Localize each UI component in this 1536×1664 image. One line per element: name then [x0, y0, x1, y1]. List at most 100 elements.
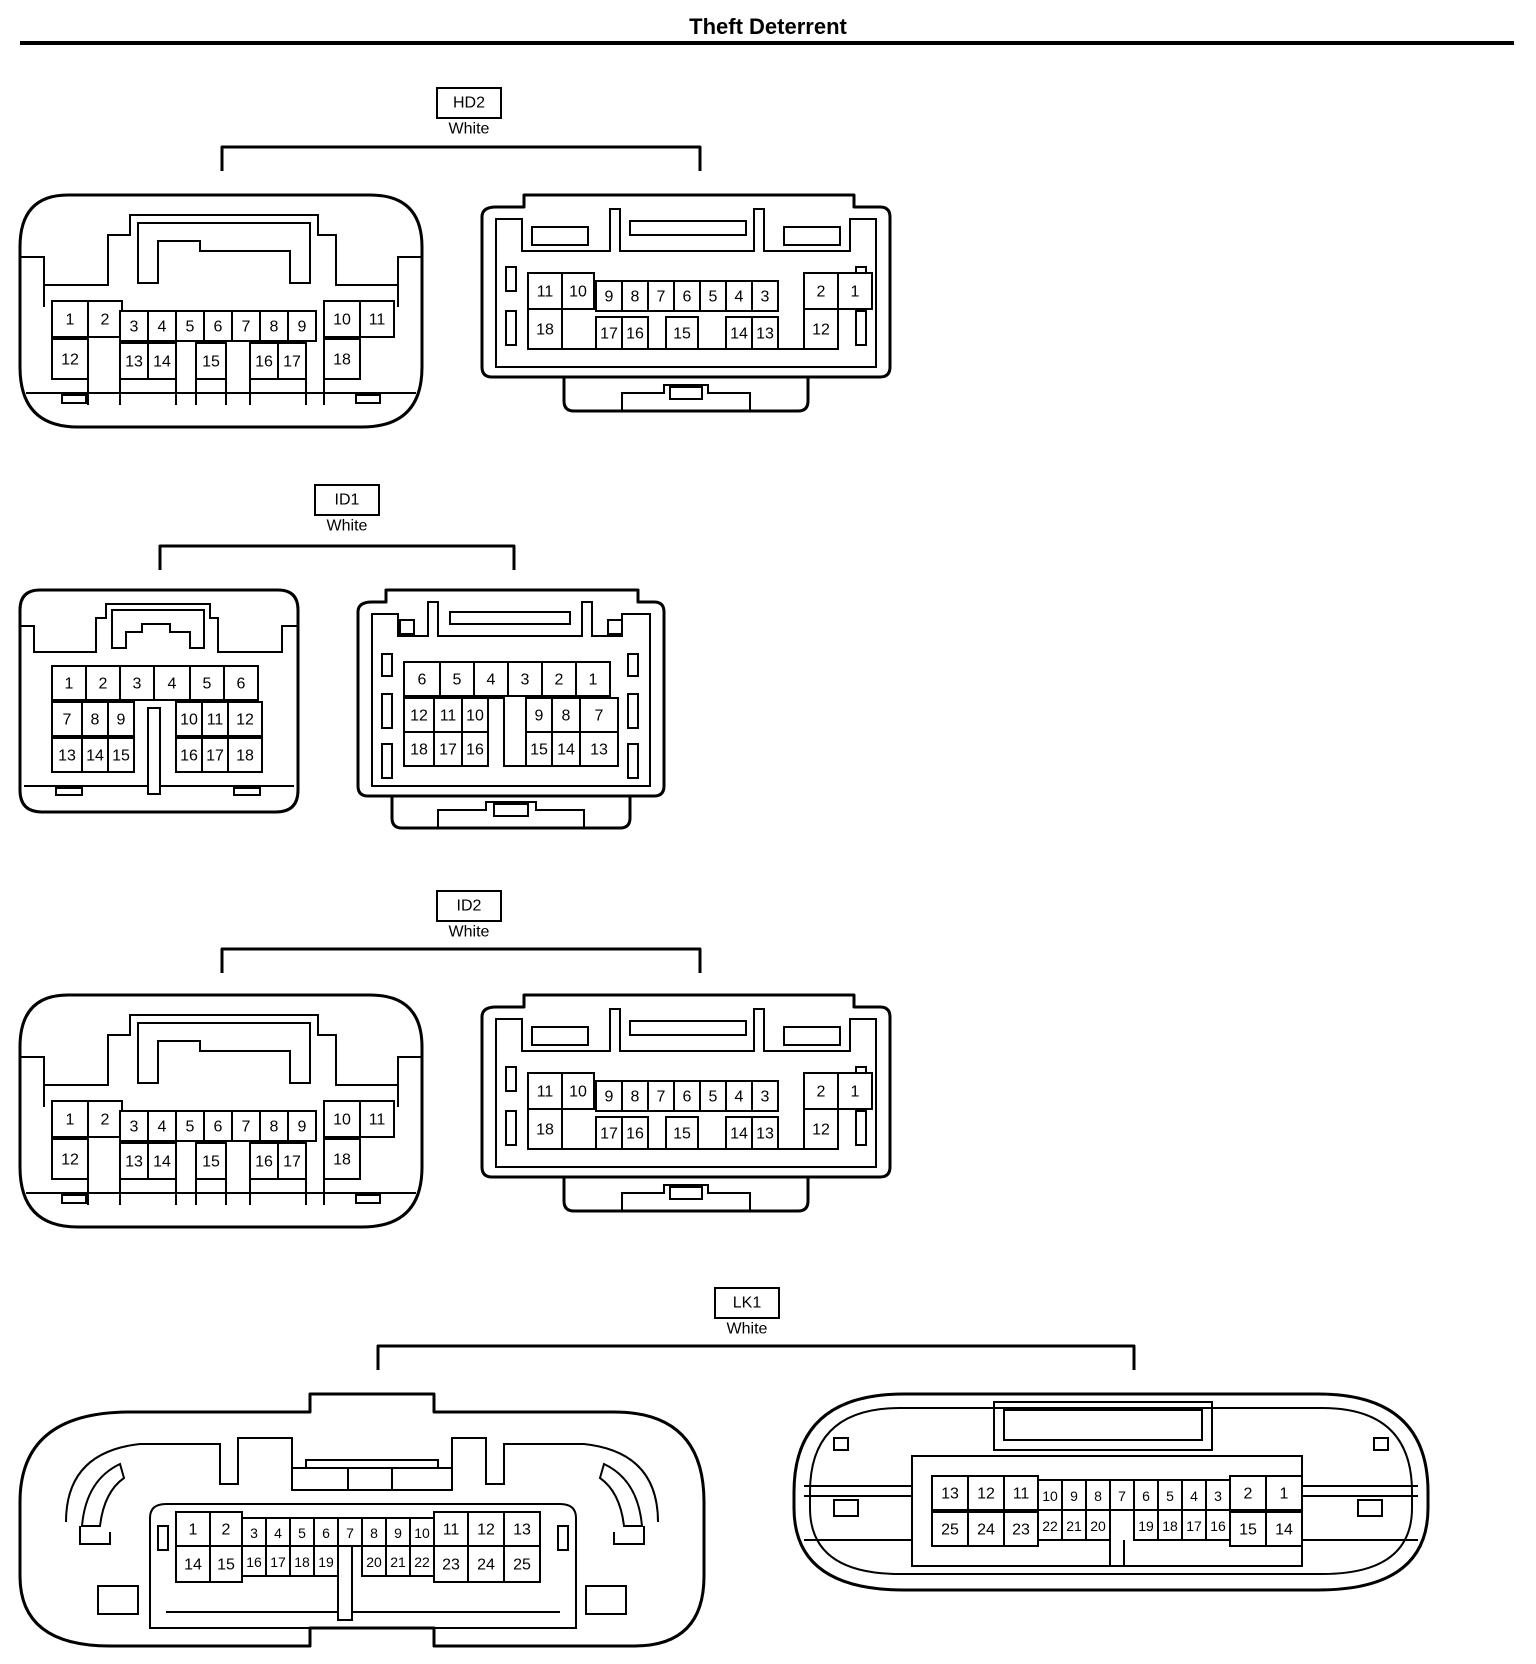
latch-slot — [783, 1026, 841, 1046]
pin-number: 5 — [709, 1089, 718, 1106]
latch-slot — [355, 394, 381, 404]
guide-slot — [1373, 1437, 1389, 1451]
connector-outline — [111, 609, 205, 649]
pin-number: 14 — [86, 748, 104, 765]
pin-box — [81, 701, 109, 737]
pin-number: 14 — [153, 1154, 171, 1171]
pin-number: 12 — [61, 1152, 79, 1169]
pin-box — [803, 1108, 839, 1150]
pin-cavity: 4 — [153, 665, 191, 701]
connector-outline — [792, 1392, 1430, 1592]
pin-cavity: 17 — [1181, 1509, 1207, 1541]
pin-cavity: 25 — [503, 1545, 541, 1583]
pin-cavity: 3 — [119, 1110, 149, 1142]
pin-cavity: 12 — [403, 697, 435, 733]
latch-slot — [607, 619, 623, 635]
pin-cavity: 4 — [725, 280, 753, 312]
pin-cavity: 6 — [203, 1110, 233, 1142]
pin-number: 16 — [255, 354, 273, 371]
pin-cavity: 16 — [1205, 1509, 1231, 1541]
pin-number: 17 — [283, 1154, 301, 1171]
pin-cavity: 2 — [803, 272, 839, 310]
pin-cavity: 21 — [385, 1545, 411, 1577]
pin-cavity: 8 — [259, 1110, 289, 1142]
pin-cavity: 2 — [87, 1100, 123, 1138]
pin-number: 2 — [99, 676, 108, 693]
pin-box — [1229, 1511, 1267, 1547]
pin-number: 14 — [184, 1557, 202, 1574]
pin-number: 24 — [477, 1557, 495, 1574]
pin-box — [621, 1080, 649, 1112]
pin-cavity: 18 — [527, 308, 563, 350]
pin-number: 2 — [817, 1084, 826, 1101]
pin-number: 5 — [453, 672, 462, 689]
pin-cavity: 15 — [665, 1116, 699, 1150]
pin-number: 10 — [180, 712, 198, 729]
pin-cavity: 10 — [1037, 1479, 1063, 1511]
pin-number: 6 — [683, 1089, 692, 1106]
connector-outline — [80, 1462, 126, 1527]
pin-box — [837, 1072, 873, 1110]
connector-code-box — [714, 1287, 780, 1319]
pin-number: 15 — [202, 1154, 220, 1171]
pin-number: 9 — [298, 319, 307, 336]
pin-box — [433, 1545, 469, 1583]
pin-number: 17 — [283, 354, 301, 371]
latch-slot — [61, 394, 87, 404]
pin-cavity: 11 — [433, 697, 463, 733]
pin-cavity: 13 — [751, 1116, 779, 1150]
connector-code: HD2 — [453, 95, 485, 112]
pin-box — [241, 1517, 267, 1547]
connector-outline — [562, 1177, 810, 1213]
pin-number: 15 — [673, 326, 691, 343]
pin-number: 14 — [730, 1126, 748, 1143]
pin-box — [751, 1080, 779, 1112]
pin-cavity: 16 — [621, 316, 649, 350]
pin-number: 9 — [535, 708, 544, 725]
pin-cavity: 17 — [277, 1142, 307, 1180]
pin-number: 3 — [133, 676, 142, 693]
pin-cavity: 8 — [1085, 1479, 1111, 1511]
pin-number: 17 — [600, 326, 618, 343]
pin-box — [265, 1545, 291, 1577]
pin-number: 2 — [222, 1522, 231, 1539]
pin-number: 2 — [1244, 1486, 1253, 1503]
pin-box — [751, 316, 779, 350]
pin-cavity: 19 — [313, 1545, 339, 1577]
pin-cavity: 11 — [359, 1100, 395, 1138]
pin-box — [87, 300, 123, 338]
pin-box — [323, 338, 361, 380]
connector-outline — [621, 384, 751, 411]
pin-number: 8 — [562, 708, 571, 725]
pin-number: 17 — [439, 742, 457, 759]
connector-outline — [87, 1139, 325, 1205]
connector-outline — [137, 1022, 311, 1084]
connector-outline — [87, 339, 325, 405]
pin-cavity: 7 — [647, 280, 675, 312]
pin-cavity: 15 — [195, 1142, 227, 1180]
pin-number: 3 — [1214, 1488, 1222, 1504]
guide-slot — [505, 310, 517, 346]
pin-box — [561, 1072, 595, 1110]
pin-cavity: 10 — [323, 300, 361, 338]
pin-box — [195, 1142, 227, 1180]
connector-outline — [598, 1462, 644, 1527]
pin-box — [249, 342, 279, 380]
pin-box — [359, 1100, 395, 1138]
pin-cavity: 23 — [433, 1545, 469, 1583]
pin-box — [313, 1545, 339, 1577]
pin-cavity: 10 — [175, 701, 203, 737]
pin-number: 5 — [186, 1119, 195, 1136]
pin-number: 11 — [440, 708, 457, 725]
page-title: Theft Deterrent — [689, 14, 847, 39]
pin-cavity: 13 — [751, 316, 779, 350]
pin-number: 14 — [557, 742, 575, 759]
pin-number: 18 — [333, 1152, 351, 1169]
pin-box — [751, 1116, 779, 1150]
pin-box — [147, 342, 177, 380]
pin-cavity: 15 — [107, 737, 135, 773]
connector-outline — [993, 1401, 1213, 1451]
pin-cavity: 3 — [119, 310, 149, 342]
